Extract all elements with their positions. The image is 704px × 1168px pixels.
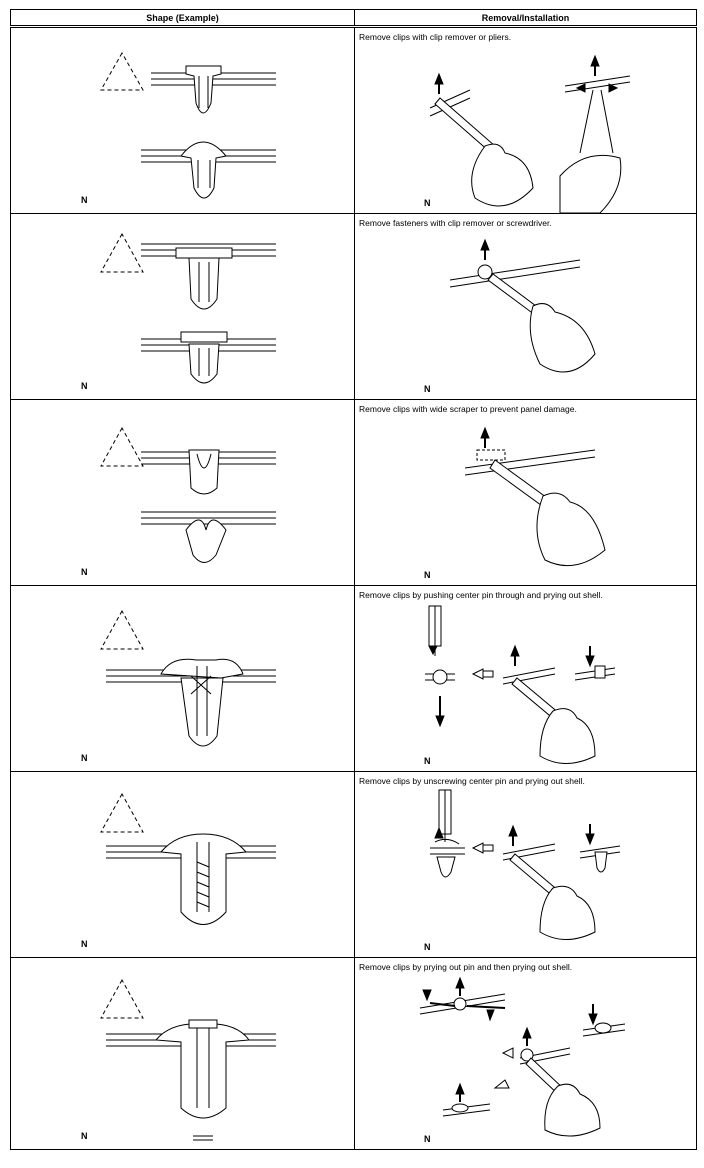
warning-triangle-icon — [100, 792, 144, 833]
clip-remover-screwdriver-illustration — [449, 238, 596, 373]
unscrew-pin-removal-illustration — [430, 789, 621, 940]
removal-caption: Remove fasteners with clip remover or sc… — [359, 218, 552, 228]
table-row: N Remove clips by unscrewing center pin … — [10, 771, 697, 958]
clip-remover-pliers-illustration — [429, 54, 631, 213]
removal-cell: Remove fasteners with clip remover or sc… — [354, 213, 697, 400]
warning-triangle-icon — [100, 51, 144, 91]
wide-scraper-illustration — [464, 426, 606, 567]
shape-note-label: N — [81, 1131, 88, 1141]
header-shape-example: Shape (Example) — [10, 9, 355, 28]
removal-caption: Remove clips by pushing center pin throu… — [359, 590, 603, 600]
removal-note-label: N — [424, 942, 431, 952]
wide-clip-illustration — [100, 426, 276, 563]
table-row: N Remove fasteners with clip remover or … — [10, 213, 697, 400]
removal-note-label: N — [424, 756, 431, 766]
removal-caption: Remove clips by unscrewing center pin an… — [359, 776, 585, 786]
push-pin-removal-illustration — [425, 605, 616, 764]
shape-cell: N — [10, 957, 355, 1150]
shape-note-label: N — [81, 753, 88, 763]
header-removal-installation: Removal/Installation — [354, 9, 697, 28]
screw-pin-clip-illustration — [100, 792, 276, 925]
removal-caption: Remove clips by prying out pin and then … — [359, 962, 573, 972]
shape-cell: N — [10, 771, 355, 958]
center-pin-clip-illustration — [100, 609, 276, 747]
removal-cell: Remove clips with clip remover or pliers… — [354, 26, 697, 214]
removal-cell: Remove clips by unscrewing center pin an… — [354, 771, 697, 958]
table-row: N Remove clips with wide scraper to prev… — [10, 399, 697, 586]
warning-triangle-icon — [100, 232, 144, 273]
shape-note-label: N — [81, 381, 88, 391]
removal-note-label: N — [424, 570, 431, 580]
removal-cell: Remove clips with wide scraper to preven… — [354, 399, 697, 586]
removal-cell: Remove clips by pushing center pin throu… — [354, 585, 697, 772]
removal-note-label: N — [424, 198, 431, 208]
shape-cell: N — [10, 213, 355, 400]
fastener-illustration — [100, 232, 276, 384]
shape-note-label: N — [81, 567, 88, 577]
shape-note-label: N — [81, 939, 88, 949]
pry-pin-clip-illustration — [100, 978, 276, 1141]
removal-caption: Remove clips with clip remover or pliers… — [359, 32, 512, 42]
warning-triangle-icon — [100, 978, 144, 1019]
shape-cell: N — [10, 399, 355, 586]
table-row: N Remove clips by prying out pin and the… — [10, 957, 697, 1150]
removal-note-label: N — [424, 384, 431, 394]
shape-note-label: N — [81, 195, 88, 205]
shape-cell: N — [10, 585, 355, 772]
table-header-row: Shape (Example) Removal/Installation — [10, 9, 697, 28]
clip-removal-table: Shape (Example) Removal/Installation — [10, 9, 697, 1150]
pry-pin-removal-illustration — [419, 976, 626, 1137]
table-row: N Remove clips by pushing center pin thr… — [10, 585, 697, 772]
warning-triangle-icon — [100, 609, 144, 650]
warning-triangle-icon — [100, 426, 144, 467]
shape-cell: N — [10, 26, 355, 214]
push-clip-illustration — [100, 51, 276, 199]
table-row: N Remove clips with clip remover or plie… — [10, 26, 697, 214]
removal-caption: Remove clips with wide scraper to preven… — [359, 404, 577, 414]
removal-cell: Remove clips by prying out pin and then … — [354, 957, 697, 1150]
removal-note-label: N — [424, 1134, 431, 1144]
